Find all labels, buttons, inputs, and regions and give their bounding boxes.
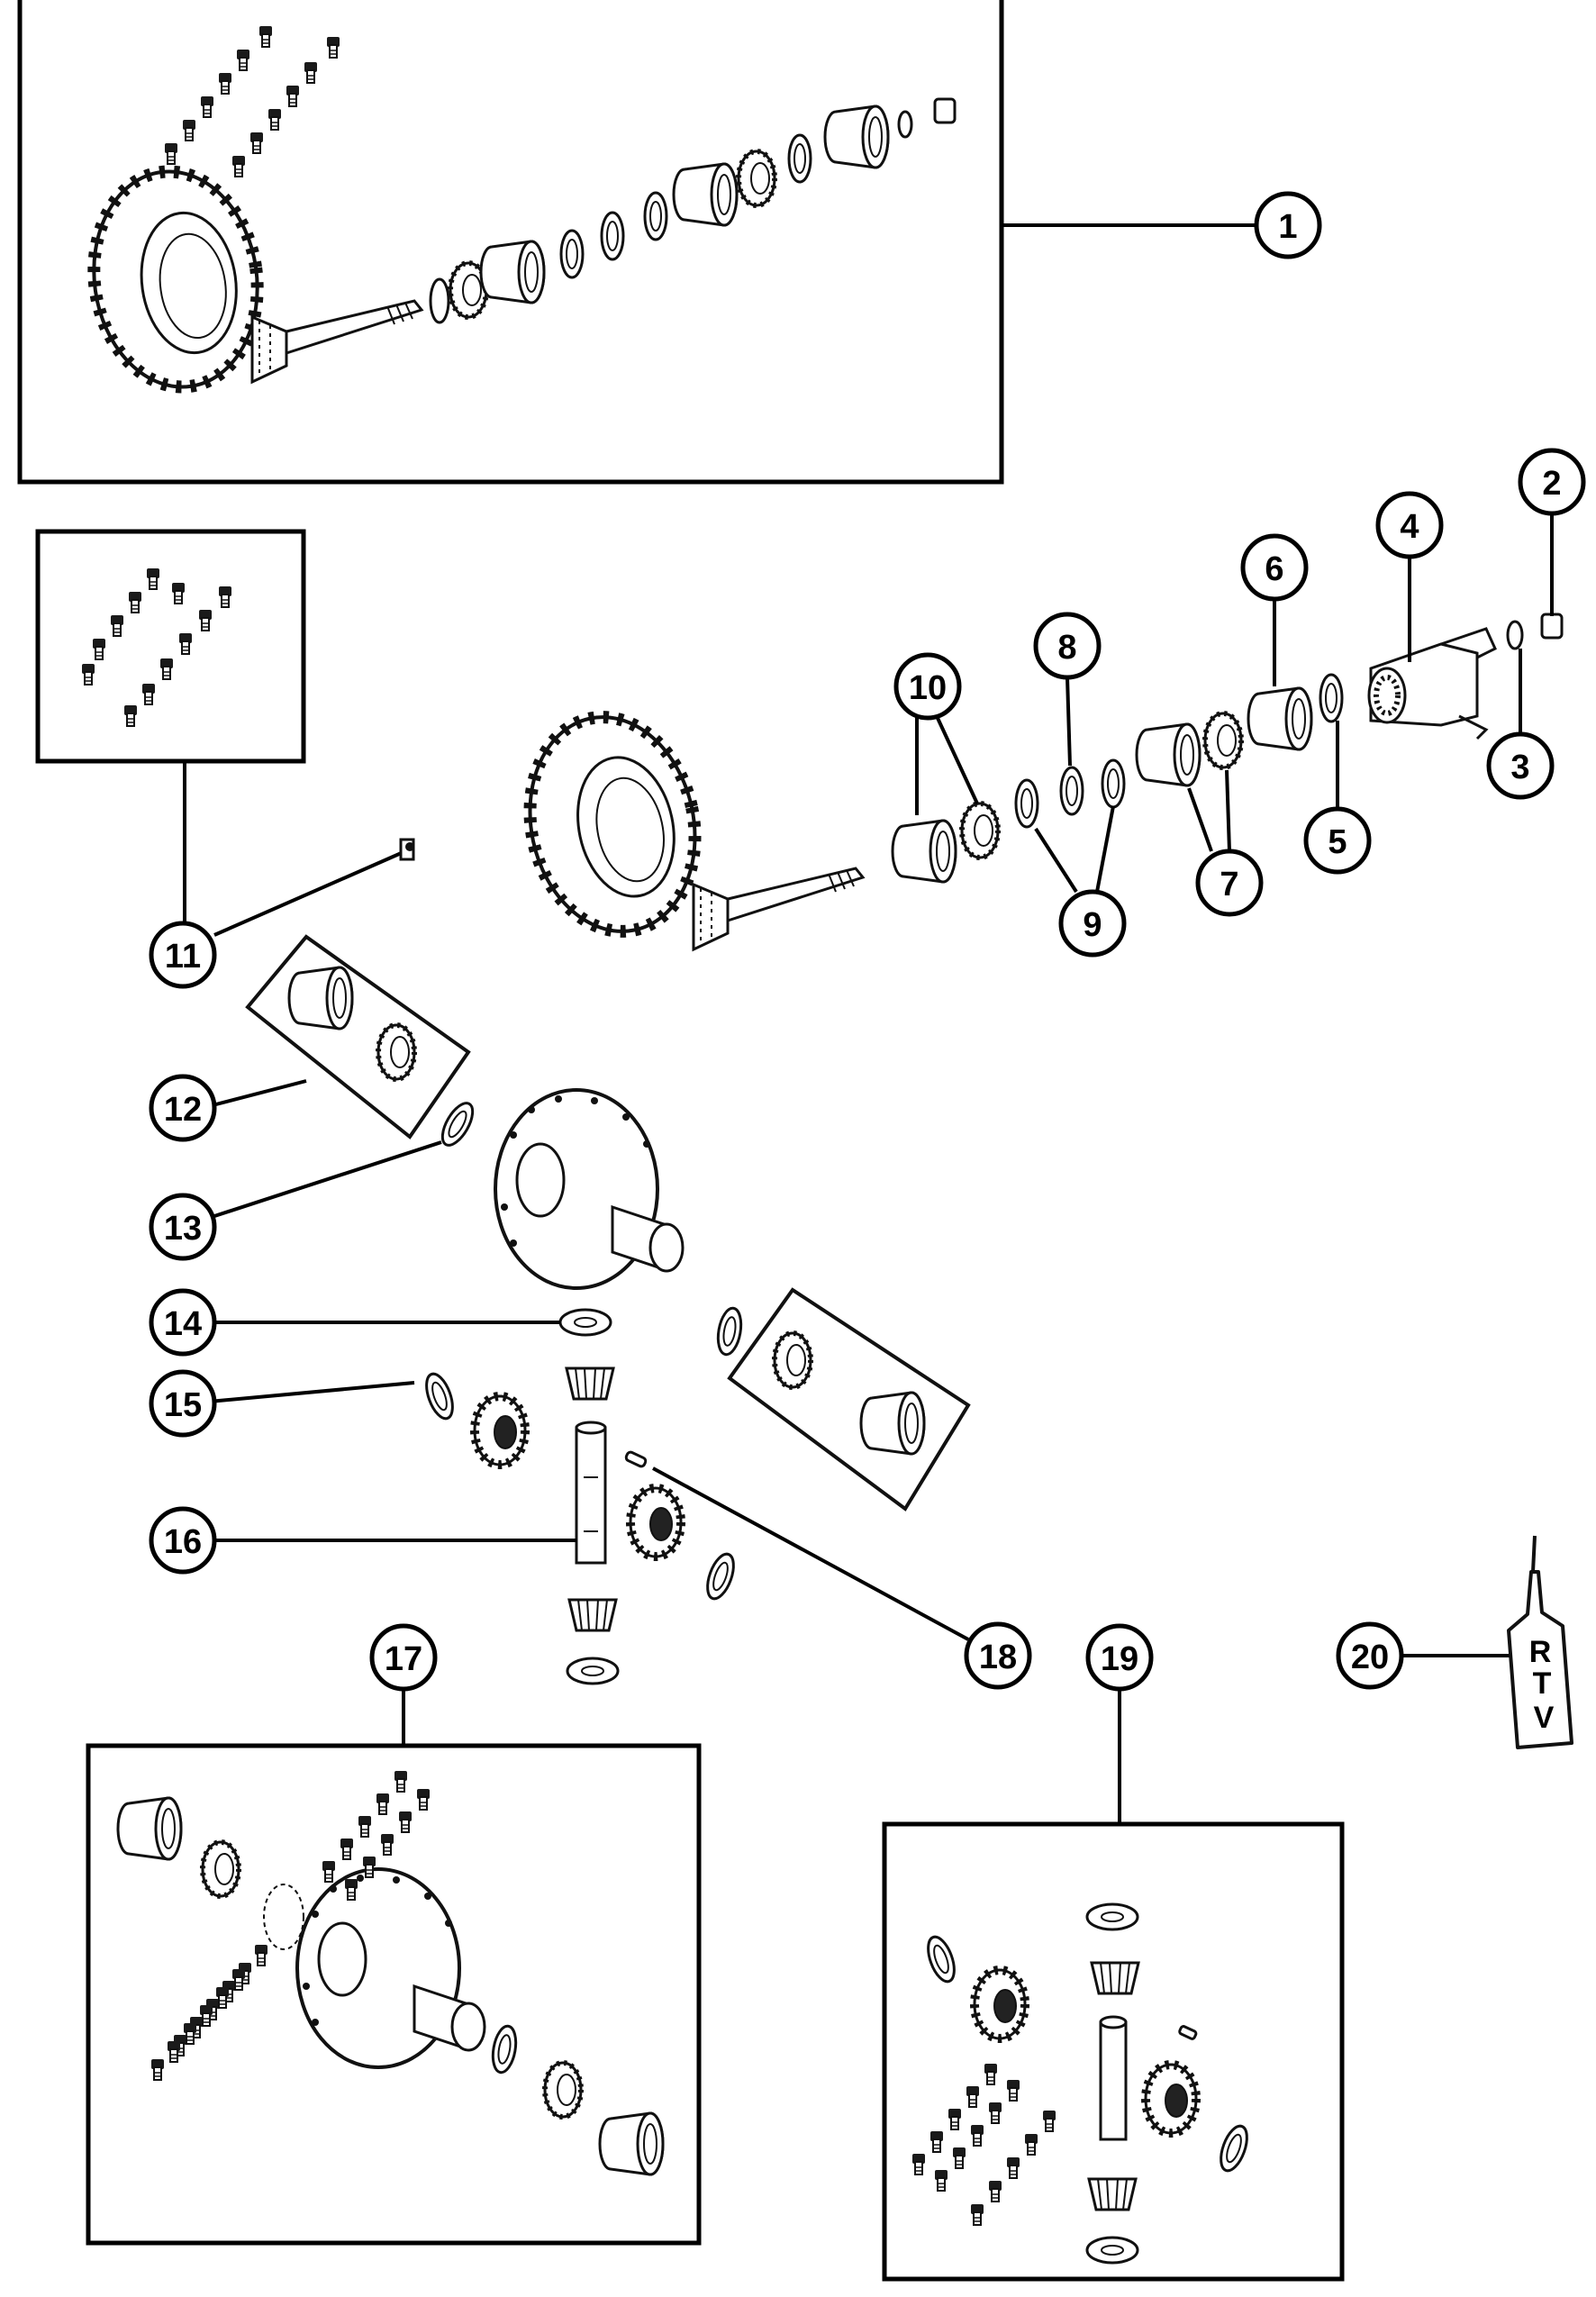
svg-text:3: 3 (1510, 749, 1529, 786)
callout-19: 19 (1085, 1623, 1154, 1692)
callout-20: 20 (1336, 1621, 1404, 1690)
bearing-kit-right (727, 1287, 971, 1512)
rtv-sealant-tube: R T V (1507, 1535, 1573, 1749)
pinion-mate-gear-top (565, 1366, 615, 1401)
shim-9a (1014, 778, 1039, 829)
callout-10: 10 (893, 652, 962, 721)
svg-text:10: 10 (909, 669, 947, 707)
kit-box-19 (882, 1821, 1345, 2282)
kit-box-11 (35, 529, 306, 764)
yoke-4 (1367, 627, 1497, 740)
shim-9b (1101, 758, 1126, 809)
cup-6 (1247, 686, 1313, 751)
kit-1-ring-and-pinion (80, 161, 423, 398)
bearing-7 (1205, 713, 1241, 767)
svg-text:17: 17 (385, 1640, 422, 1678)
kit-1-bolts (164, 25, 340, 177)
callout-2: 2 (1518, 448, 1586, 516)
leader-9b (1095, 805, 1115, 893)
callout-8: 8 (1033, 612, 1102, 680)
leader-8 (1066, 676, 1072, 767)
washer-5 (1319, 673, 1344, 723)
svg-text:6: 6 (1265, 550, 1283, 588)
pinion-mate-gear-bottom (567, 1598, 618, 1632)
svg-text:20: 20 (1351, 1639, 1389, 1676)
svg-text:7: 7 (1220, 866, 1238, 903)
nut-2 (1540, 613, 1564, 640)
bearing-kit-12 (245, 934, 471, 1139)
svg-text:4: 4 (1400, 508, 1419, 546)
svg-text:14: 14 (164, 1305, 202, 1343)
differential-case (494, 1088, 685, 1290)
callout-5: 5 (1303, 806, 1372, 875)
svg-text:19: 19 (1101, 1640, 1138, 1678)
svg-text:1: 1 (1278, 208, 1297, 246)
pin-part-11 (399, 838, 415, 861)
callout-14: 14 (149, 1288, 217, 1357)
callout-9: 9 (1058, 889, 1127, 958)
kit-1-bearings-and-shims (429, 97, 957, 324)
callout-11: 11 (149, 921, 217, 989)
callout-18: 18 (964, 1621, 1032, 1690)
ring-gear (511, 702, 714, 947)
pinion-bearings-10 (891, 803, 998, 884)
svg-text:5: 5 (1328, 823, 1347, 861)
washer-3 (1506, 620, 1524, 650)
svg-text:12: 12 (164, 1091, 202, 1129)
kit-17-parts (116, 1770, 665, 2176)
svg-text:2: 2 (1542, 465, 1561, 503)
pinion-shaft-16 (575, 1421, 607, 1565)
callout-12: 12 (149, 1074, 217, 1142)
rtv-letter-t: T (1533, 1666, 1552, 1701)
kit-box-17 (86, 1743, 702, 2246)
svg-text:11: 11 (165, 938, 201, 976)
shim-8 (1059, 766, 1084, 816)
leader-11-b (213, 849, 406, 937)
cup-7 (1135, 722, 1202, 787)
leader-9a (1034, 827, 1078, 894)
rtv-letter-v: V (1534, 1701, 1555, 1735)
leader-7a (1187, 787, 1213, 852)
leader-7b (1225, 769, 1231, 852)
kit-19-parts (911, 1902, 1254, 2265)
thrust-washer-15 (420, 1368, 459, 1424)
callout-7: 7 (1195, 849, 1264, 917)
svg-text:15: 15 (164, 1386, 202, 1424)
callout-16: 16 (149, 1506, 217, 1575)
callout-3: 3 (1486, 731, 1555, 800)
callout-15: 15 (149, 1369, 217, 1438)
leader-12 (208, 1079, 307, 1108)
rtv-letter-r: R (1529, 1635, 1552, 1669)
callout-13: 13 (149, 1193, 217, 1261)
shim-right (713, 1304, 746, 1358)
side-gear-right (630, 1488, 681, 1557)
callout-6: 6 (1240, 533, 1309, 602)
lock-pin-18 (624, 1450, 648, 1468)
shim-13 (435, 1096, 480, 1152)
leader-10b (935, 715, 979, 804)
callout-1: 1 (1254, 191, 1322, 259)
thrust-washer-bottom (566, 1657, 620, 1685)
svg-text:9: 9 (1083, 906, 1102, 944)
kit-box-1 (17, 0, 1004, 485)
side-gear-left (475, 1396, 525, 1465)
svg-text:8: 8 (1057, 629, 1076, 667)
leader-18 (652, 1466, 969, 1641)
pinion-gear (692, 867, 865, 951)
svg-text:13: 13 (164, 1210, 202, 1248)
leader-15 (208, 1381, 415, 1403)
svg-text:16: 16 (164, 1523, 202, 1561)
callout-17: 17 (369, 1623, 438, 1692)
leader-13 (208, 1140, 442, 1220)
kit-11-bolts (81, 567, 232, 727)
thrust-washer-right (701, 1548, 740, 1604)
thrust-washer-14 (558, 1308, 612, 1337)
svg-text:18: 18 (979, 1639, 1017, 1676)
callout-4: 4 (1375, 491, 1444, 559)
